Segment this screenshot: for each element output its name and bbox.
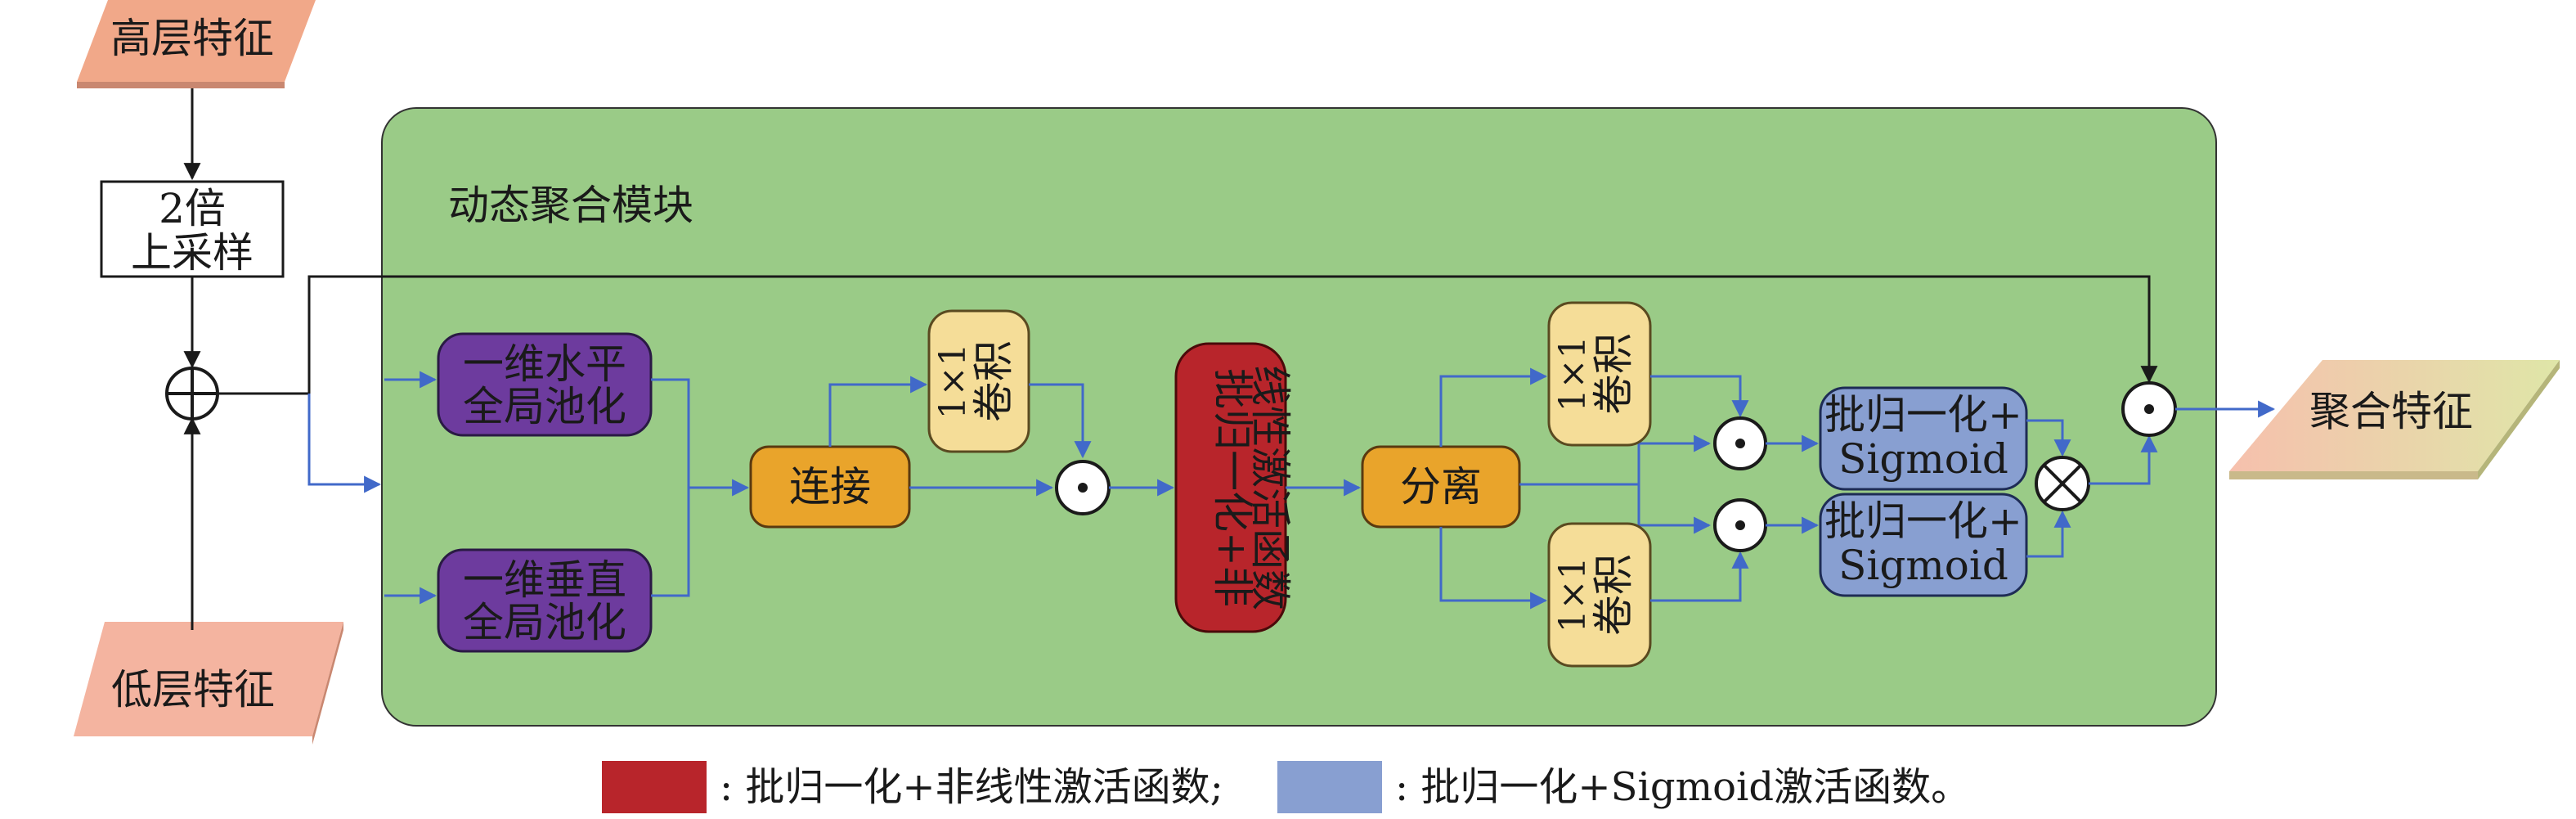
arrow-conv-upper-to-dot bbox=[1650, 375, 1749, 418]
svg-text:1×1: 1×1 bbox=[1552, 557, 1594, 633]
svg-text:一维水平: 一维水平 bbox=[463, 340, 626, 388]
low-level-feature-input: 低层特征 bbox=[74, 622, 343, 745]
arrow-bnsig-bottom-to-cross bbox=[2026, 510, 2071, 558]
elementwise-multiply-dot-top-icon bbox=[1713, 416, 1767, 470]
arrow-conv-lower-to-dot bbox=[1650, 551, 1749, 602]
svg-text:1×1: 1×1 bbox=[1552, 336, 1594, 412]
conv-1x1-top: 1×1 卷积 bbox=[927, 309, 1030, 453]
arrow-cross-to-final-dot bbox=[2089, 434, 2158, 485]
upsample-box: 2倍 上采样 bbox=[100, 180, 285, 278]
final-multiply-dot-icon bbox=[2121, 381, 2177, 437]
svg-text:高层特征: 高层特征 bbox=[110, 15, 274, 62]
svg-text:卷积: 卷积 bbox=[970, 340, 1017, 422]
svg-text:Sigmoid: Sigmoid bbox=[1838, 435, 2008, 483]
bn-nonlinear-activation: 批归一化+非 线性激活函数 bbox=[1174, 342, 1294, 633]
svg-text:一维垂直: 一维垂直 bbox=[463, 556, 626, 604]
legend-red-label: : 批归一化+非线性激活函数; bbox=[720, 764, 1223, 810]
elementwise-product-cross-icon bbox=[2035, 456, 2090, 511]
svg-text:低层特征: 低层特征 bbox=[111, 666, 275, 713]
legend-blue-swatch bbox=[1277, 761, 1382, 813]
svg-text:2倍: 2倍 bbox=[159, 185, 226, 232]
elementwise-multiply-dot-bottom-icon bbox=[1713, 498, 1767, 552]
vertical-global-pool: 一维垂直 全局池化 bbox=[437, 548, 653, 653]
arrow-split-to-conv-lower bbox=[1439, 527, 1548, 610]
module-background bbox=[381, 107, 2217, 727]
split-node: 分离 bbox=[1361, 445, 1521, 529]
arrow-bnsig-top-to-cross bbox=[2026, 419, 2071, 457]
arrow-split-to-conv-upper bbox=[1439, 367, 1548, 447]
svg-text:上采样: 上采样 bbox=[131, 229, 254, 277]
svg-text:Sigmoid: Sigmoid bbox=[1838, 542, 2008, 589]
arrow-concat-to-conv bbox=[828, 376, 928, 447]
svg-text:聚合特征: 聚合特征 bbox=[2309, 388, 2473, 435]
svg-text:卷积: 卷积 bbox=[1590, 554, 1637, 636]
v-pool-to-concat-line bbox=[651, 488, 690, 597]
elementwise-add-icon bbox=[165, 367, 219, 421]
conv-1x1-upper: 1×1 卷积 bbox=[1547, 301, 1652, 447]
arrow-conv-to-dot bbox=[1029, 383, 1092, 459]
bn-sigmoid-bottom: 批归一化+ Sigmoid bbox=[1819, 493, 2028, 597]
arrow-add-to-module bbox=[307, 394, 382, 493]
svg-text:批归一化+: 批归一化+ bbox=[1824, 497, 2022, 545]
h-pool-to-concat-line bbox=[651, 378, 690, 488]
svg-text:全局池化: 全局池化 bbox=[463, 383, 626, 430]
aggregated-feature-output: 聚合特征 bbox=[2229, 360, 2560, 479]
svg-text:卷积: 卷积 bbox=[1590, 333, 1637, 415]
svg-text:1×1: 1×1 bbox=[932, 344, 974, 420]
elementwise-multiply-dot-icon bbox=[1055, 460, 1111, 515]
horizontal-global-pool: 一维水平 全局池化 bbox=[437, 332, 653, 437]
svg-text:批归一化+: 批归一化+ bbox=[1824, 391, 2022, 439]
svg-text:批归一化+非: 批归一化+非 bbox=[1209, 368, 1256, 607]
module-title: 动态聚合模块 bbox=[448, 182, 693, 229]
bn-sigmoid-top: 批归一化+ Sigmoid bbox=[1819, 386, 2028, 491]
skip-connection-line bbox=[218, 275, 2158, 395]
svg-text:连接: 连接 bbox=[789, 463, 871, 511]
svg-text:全局池化: 全局池化 bbox=[463, 599, 626, 646]
concat-node: 连接 bbox=[749, 445, 911, 529]
high-level-feature-input: 高层特征 bbox=[77, 0, 316, 88]
arrow-split-to-dot-top bbox=[1519, 434, 1712, 486]
conv-1x1-lower: 1×1 卷积 bbox=[1547, 522, 1652, 668]
legend: : 批归一化+非线性激活函数; : 批归一化+Sigmoid激活函数。 bbox=[602, 761, 1970, 813]
svg-text:分离: 分离 bbox=[1400, 463, 1482, 511]
legend-blue-label: : 批归一化+Sigmoid激活函数。 bbox=[1395, 764, 1970, 810]
legend-red-swatch bbox=[602, 761, 707, 813]
